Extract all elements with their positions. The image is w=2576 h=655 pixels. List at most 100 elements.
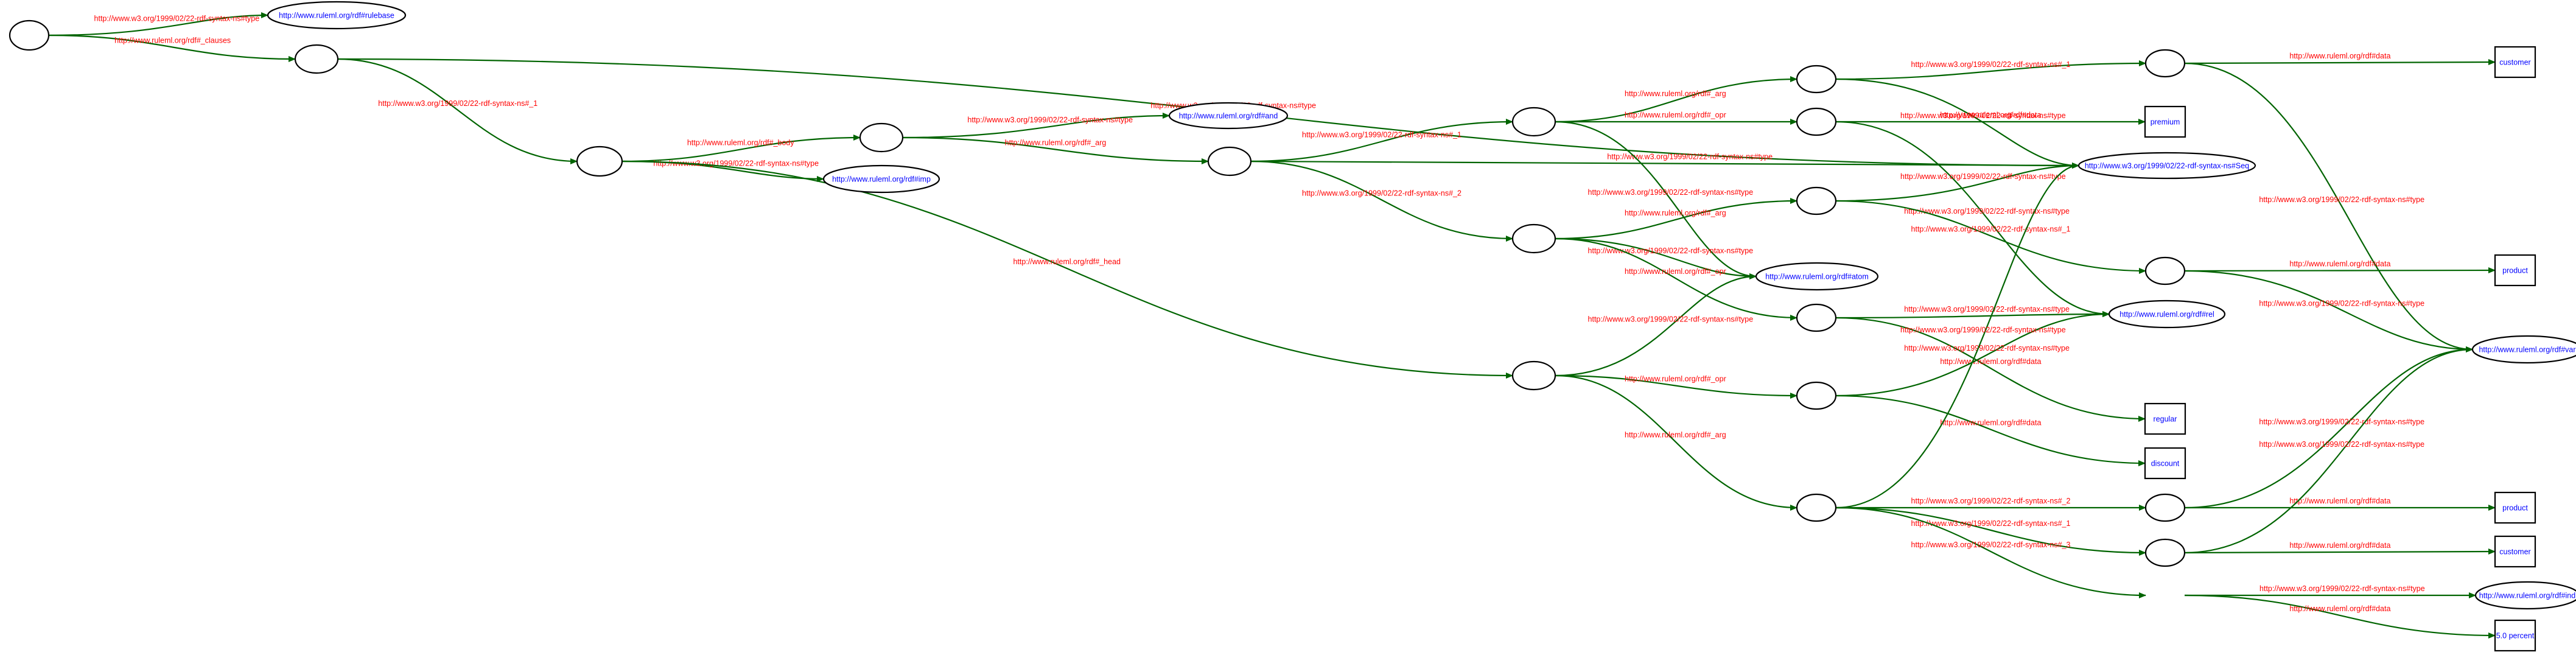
literal-node: product [2494,491,2536,524]
edge-label: http://www.w3.org/1999/02/22-rdf-syntax-… [1900,326,2066,334]
edge: http://www.w3.org/1999/02/22-rdf-syntax-… [1555,273,1757,377]
edge-line [2184,346,2473,554]
node-label: customer [2499,548,2530,556]
uri-ellipse [2474,581,2576,610]
edge-label: http://www.ruleml.org/rdf#_arg [1625,431,1726,440]
edge-line [1250,160,2079,169]
edge: http://www.w3.org/1999/02/22-rdf-syntax-… [1835,200,2146,274]
blank-ellipse [576,145,623,177]
edge-line [621,135,861,163]
blank-ellipse [1796,186,1837,215]
edge: http://www.w3.org/1999/02/22-rdf-syntax-… [2184,346,2473,509]
uri-node: http://www.ruleml.org/rdf#imp [822,164,940,194]
blank-node [1796,186,1837,215]
blank-ellipse [1796,65,1837,94]
uri-node: http://www.ruleml.org/rdf#atom [1755,262,1879,291]
edge-label: http://www.ruleml.org/rdf#data [2289,541,2390,550]
node-label: http://www.ruleml.org/rdf#ind [2479,592,2575,600]
blank-node [2144,49,2186,78]
edge-line [1835,163,2079,509]
node-label: 5.0 percent [2496,632,2535,640]
edge-label: http://www.ruleml.org/rdf#data [1940,111,2041,119]
edge-label: http://www.w3.org/1999/02/22-rdf-syntax-… [1904,207,2070,215]
edge-line [1555,273,1757,377]
edge: http://www.ruleml.org/rdf#data [1836,111,2146,125]
edge: http://www.w3.org/1999/02/22-rdf-syntax-… [1555,237,1757,279]
uri-node: http://www.w3.org/1999/02/22-rdf-syntax-… [2077,152,2256,180]
edge-label: http://www.ruleml.org/rdf#_arg [1625,209,1726,217]
edge-label: http://www.w3.org/1999/02/22-rdf-syntax-… [378,99,537,108]
blank-node [294,44,339,74]
blank-ellipse [1796,303,1837,332]
node-label: http://www.ruleml.org/rdf#imp [832,175,931,184]
blank-ellipse [9,19,50,51]
edge: http://www.ruleml.org/rdf#_head [621,160,1513,379]
uri-ellipse [1755,262,1879,291]
blank-node [1796,65,1837,94]
uri-ellipse [2077,152,2256,180]
uri-ellipse [2108,299,2226,329]
literal-box [2494,491,2536,524]
edge: http://www.w3.org/1999/02/22-rdf-syntax-… [1836,497,2146,511]
literal-box [2494,535,2536,568]
uri-node: http://www.ruleml.org/rdf#and [1168,102,1289,130]
edge-label: http://www.w3.org/1999/02/22-rdf-syntax-… [2259,440,2424,449]
edge: http://www.w3.org/1999/02/22-rdf-syntax-… [1835,311,2110,397]
literal-node: product [2494,254,2536,287]
blank-ellipse [2144,256,2186,285]
edge: http://www.ruleml.org/rdf#data [2184,594,2496,639]
edge: http://www.w3.org/1999/02/22-rdf-syntax-… [1835,506,2146,556]
edge-line [1835,394,2146,466]
uri-node: http://www.ruleml.org/rdf#ind [2474,581,2576,610]
edge-line [1835,60,2146,80]
literal-box [2494,46,2536,79]
edge-line [1555,374,1797,511]
literal-node: premium [2144,105,2186,138]
edge-label: http://www.w3.org/1999/02/22-rdf-syntax-… [1911,541,2071,549]
edge: http://www.ruleml.org/rdf#data [1835,394,2146,466]
edge: http://www.w3.org/1999/02/22-rdf-syntax-… [1555,121,1757,279]
edge-line [1250,119,1513,163]
node-label: premium [2151,118,2180,127]
blank-ellipse [2144,538,2186,567]
blank-ellipse [1511,223,1556,254]
edges-layer: http://www.w3.org/1999/02/22-rdf-syntax-… [48,12,2496,639]
edge-line [1835,163,2079,202]
edge: http://www.w3.org/1999/02/22-rdf-syntax-… [2184,270,2473,352]
edge-line [1835,200,2146,274]
edge-line [2184,594,2496,639]
edge-line [2184,267,2496,274]
edge: http://www.ruleml.org/rdf#_arg [1555,76,1797,123]
edge-label: http://www.ruleml.org/rdf#_opr [1625,375,1726,384]
literal-node: regular [2144,402,2186,435]
blank-node [1511,223,1556,254]
edge: http://www.ruleml.org/rdf#data [2184,541,2496,555]
edge: http://www.ruleml.org/rdf#data [2184,52,2496,66]
uri-node: http://www.ruleml.org/rdf#rulebase [267,1,407,30]
edge: http://www.w3.org/1999/02/22-rdf-syntax-… [1835,305,2110,319]
edge-label: http://www.w3.org/1999/02/22-rdf-syntax-… [653,159,819,168]
blank-ellipse [1511,360,1556,391]
node-label: product [2502,504,2528,513]
blank-node [2144,538,2186,567]
edge: http://www.w3.org/1999/02/22-rdf-syntax-… [48,12,268,37]
blank-ellipse [1207,146,1252,177]
edge-label: http://www.w3.org/1999/02/22-rdf-syntax-… [1904,344,2070,352]
literal-node: discount [2144,447,2186,480]
edge-line [1555,237,1797,321]
edge-label: http://www.w3.org/1999/02/22-rdf-syntax-… [1302,189,1461,198]
edge-line [902,113,1170,139]
edge: http://www.ruleml.org/rdf#_opr [1555,111,1797,125]
edge-label: http://www.w3.org/1999/02/22-rdf-syntax-… [1302,131,1461,139]
edge-label: http://www.ruleml.org/rdf#data [2289,497,2390,505]
edge-label: http://www.w3.org/1999/02/22-rdf-syntax-… [967,116,1133,124]
edge-label: http://www.w3.org/1999/02/22-rdf-syntax-… [1900,172,2066,181]
edge-line [1835,506,2146,598]
edge: http://www.w3.org/1999/02/22-rdf-syntax-… [1835,506,2146,598]
edge-line [902,136,1209,164]
edge-label: http://www.w3.org/1999/02/22-rdf-syntax-… [1904,305,2070,313]
edge: http://www.ruleml.org/rdf#_arg [1555,198,1797,240]
edge: http://www.w3.org/1999/02/22-rdf-syntax-… [2185,584,2476,598]
edge: http://www.ruleml.org/rdf#data [1835,317,2146,422]
edge: http://www.ruleml.org/rdf#data [2184,260,2496,274]
